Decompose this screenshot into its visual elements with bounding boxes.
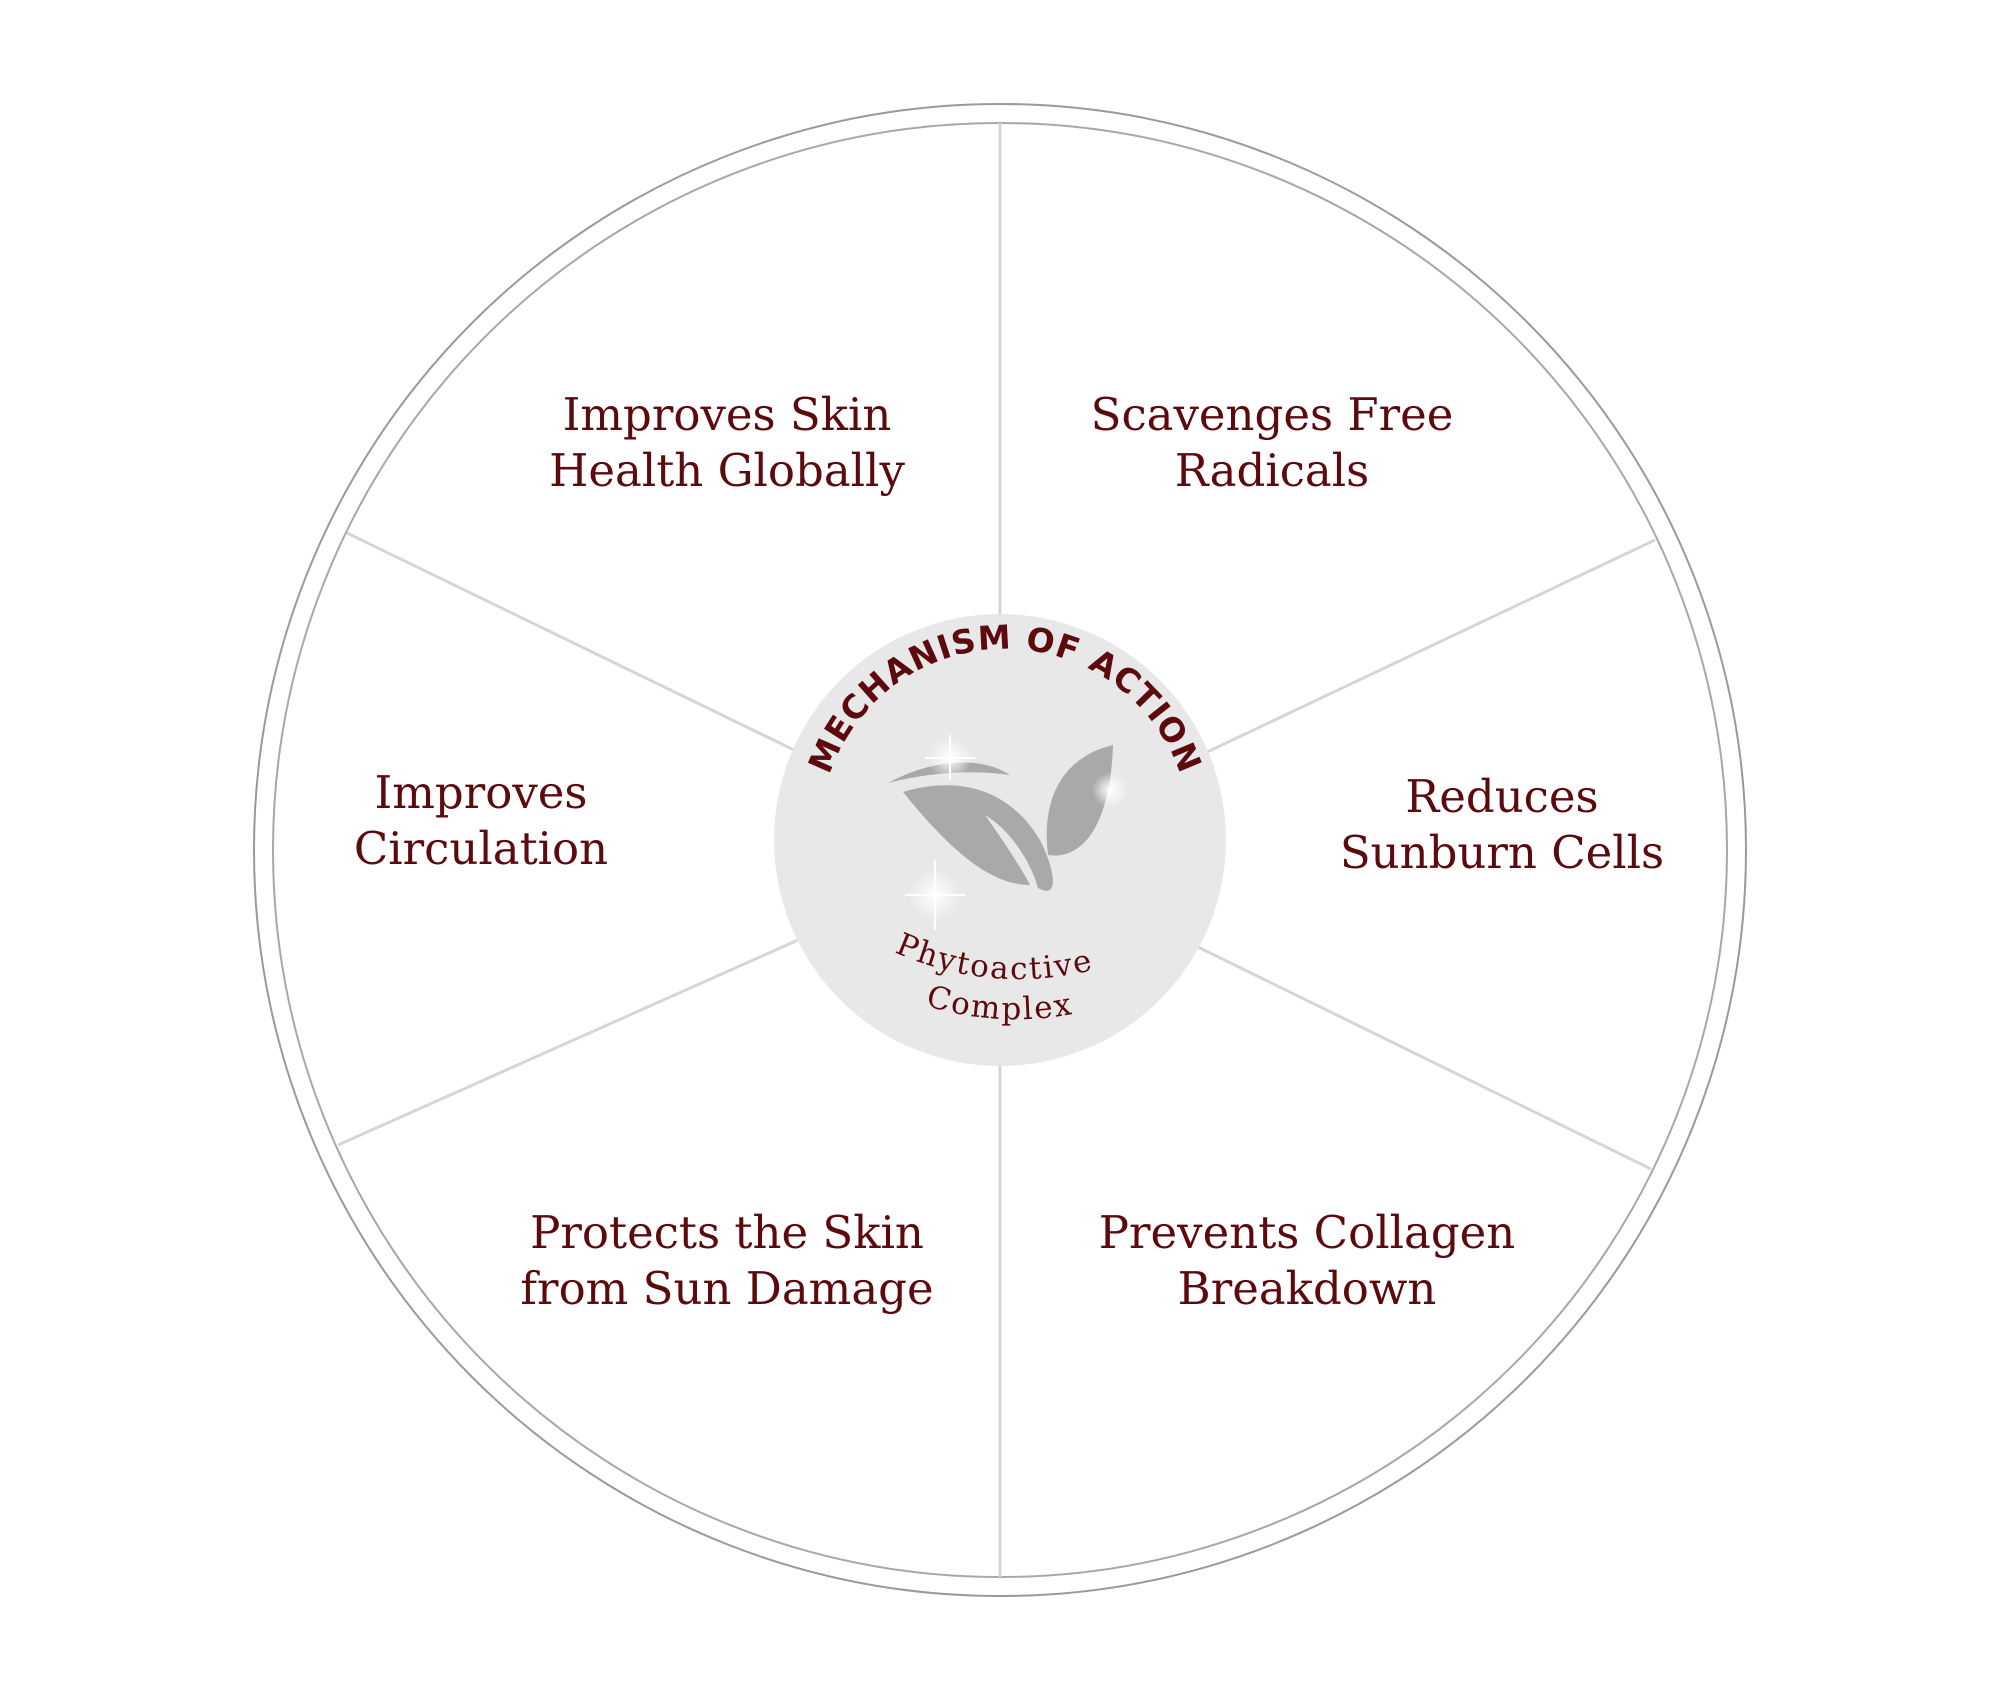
svg-text:Prevents Collagen: Prevents Collagen xyxy=(1099,1206,1516,1259)
svg-text:Radicals: Radicals xyxy=(1175,444,1369,497)
svg-text:Health Globally: Health Globally xyxy=(549,444,905,497)
svg-text:Improves Skin: Improves Skin xyxy=(563,388,892,441)
svg-text:Improves: Improves xyxy=(374,766,587,819)
svg-text:Scavenges Free: Scavenges Free xyxy=(1091,388,1454,441)
svg-text:Circulation: Circulation xyxy=(354,822,608,875)
segment-protects-from-sun-damage: Protects the Skin from Sun Damage xyxy=(520,1206,933,1315)
sparkle-decoration xyxy=(905,735,1128,930)
segment-reduces-sunburn-cells: Reduces Sunburn Cells xyxy=(1340,770,1664,879)
svg-text:Protects the Skin: Protects the Skin xyxy=(530,1206,924,1259)
outer-ring xyxy=(253,103,1747,1597)
svg-text:Sunburn Cells: Sunburn Cells xyxy=(1340,826,1664,879)
svg-text:Reduces: Reduces xyxy=(1405,770,1598,823)
segment-improves-circulation: Improves Circulation xyxy=(354,766,608,875)
svg-text:from Sun Damage: from Sun Damage xyxy=(520,1262,933,1315)
segment-scavenges-free-radicals: Scavenges Free Radicals xyxy=(1091,388,1454,497)
center-hub: MECHANISM OF ACTION Phytoactive Complex xyxy=(774,614,1226,1066)
segment-improves-skin-health: Improves Skin Health Globally xyxy=(549,388,905,497)
segment-prevents-collagen-breakdown: Prevents Collagen Breakdown xyxy=(1099,1206,1516,1315)
svg-text:Breakdown: Breakdown xyxy=(1178,1262,1437,1315)
